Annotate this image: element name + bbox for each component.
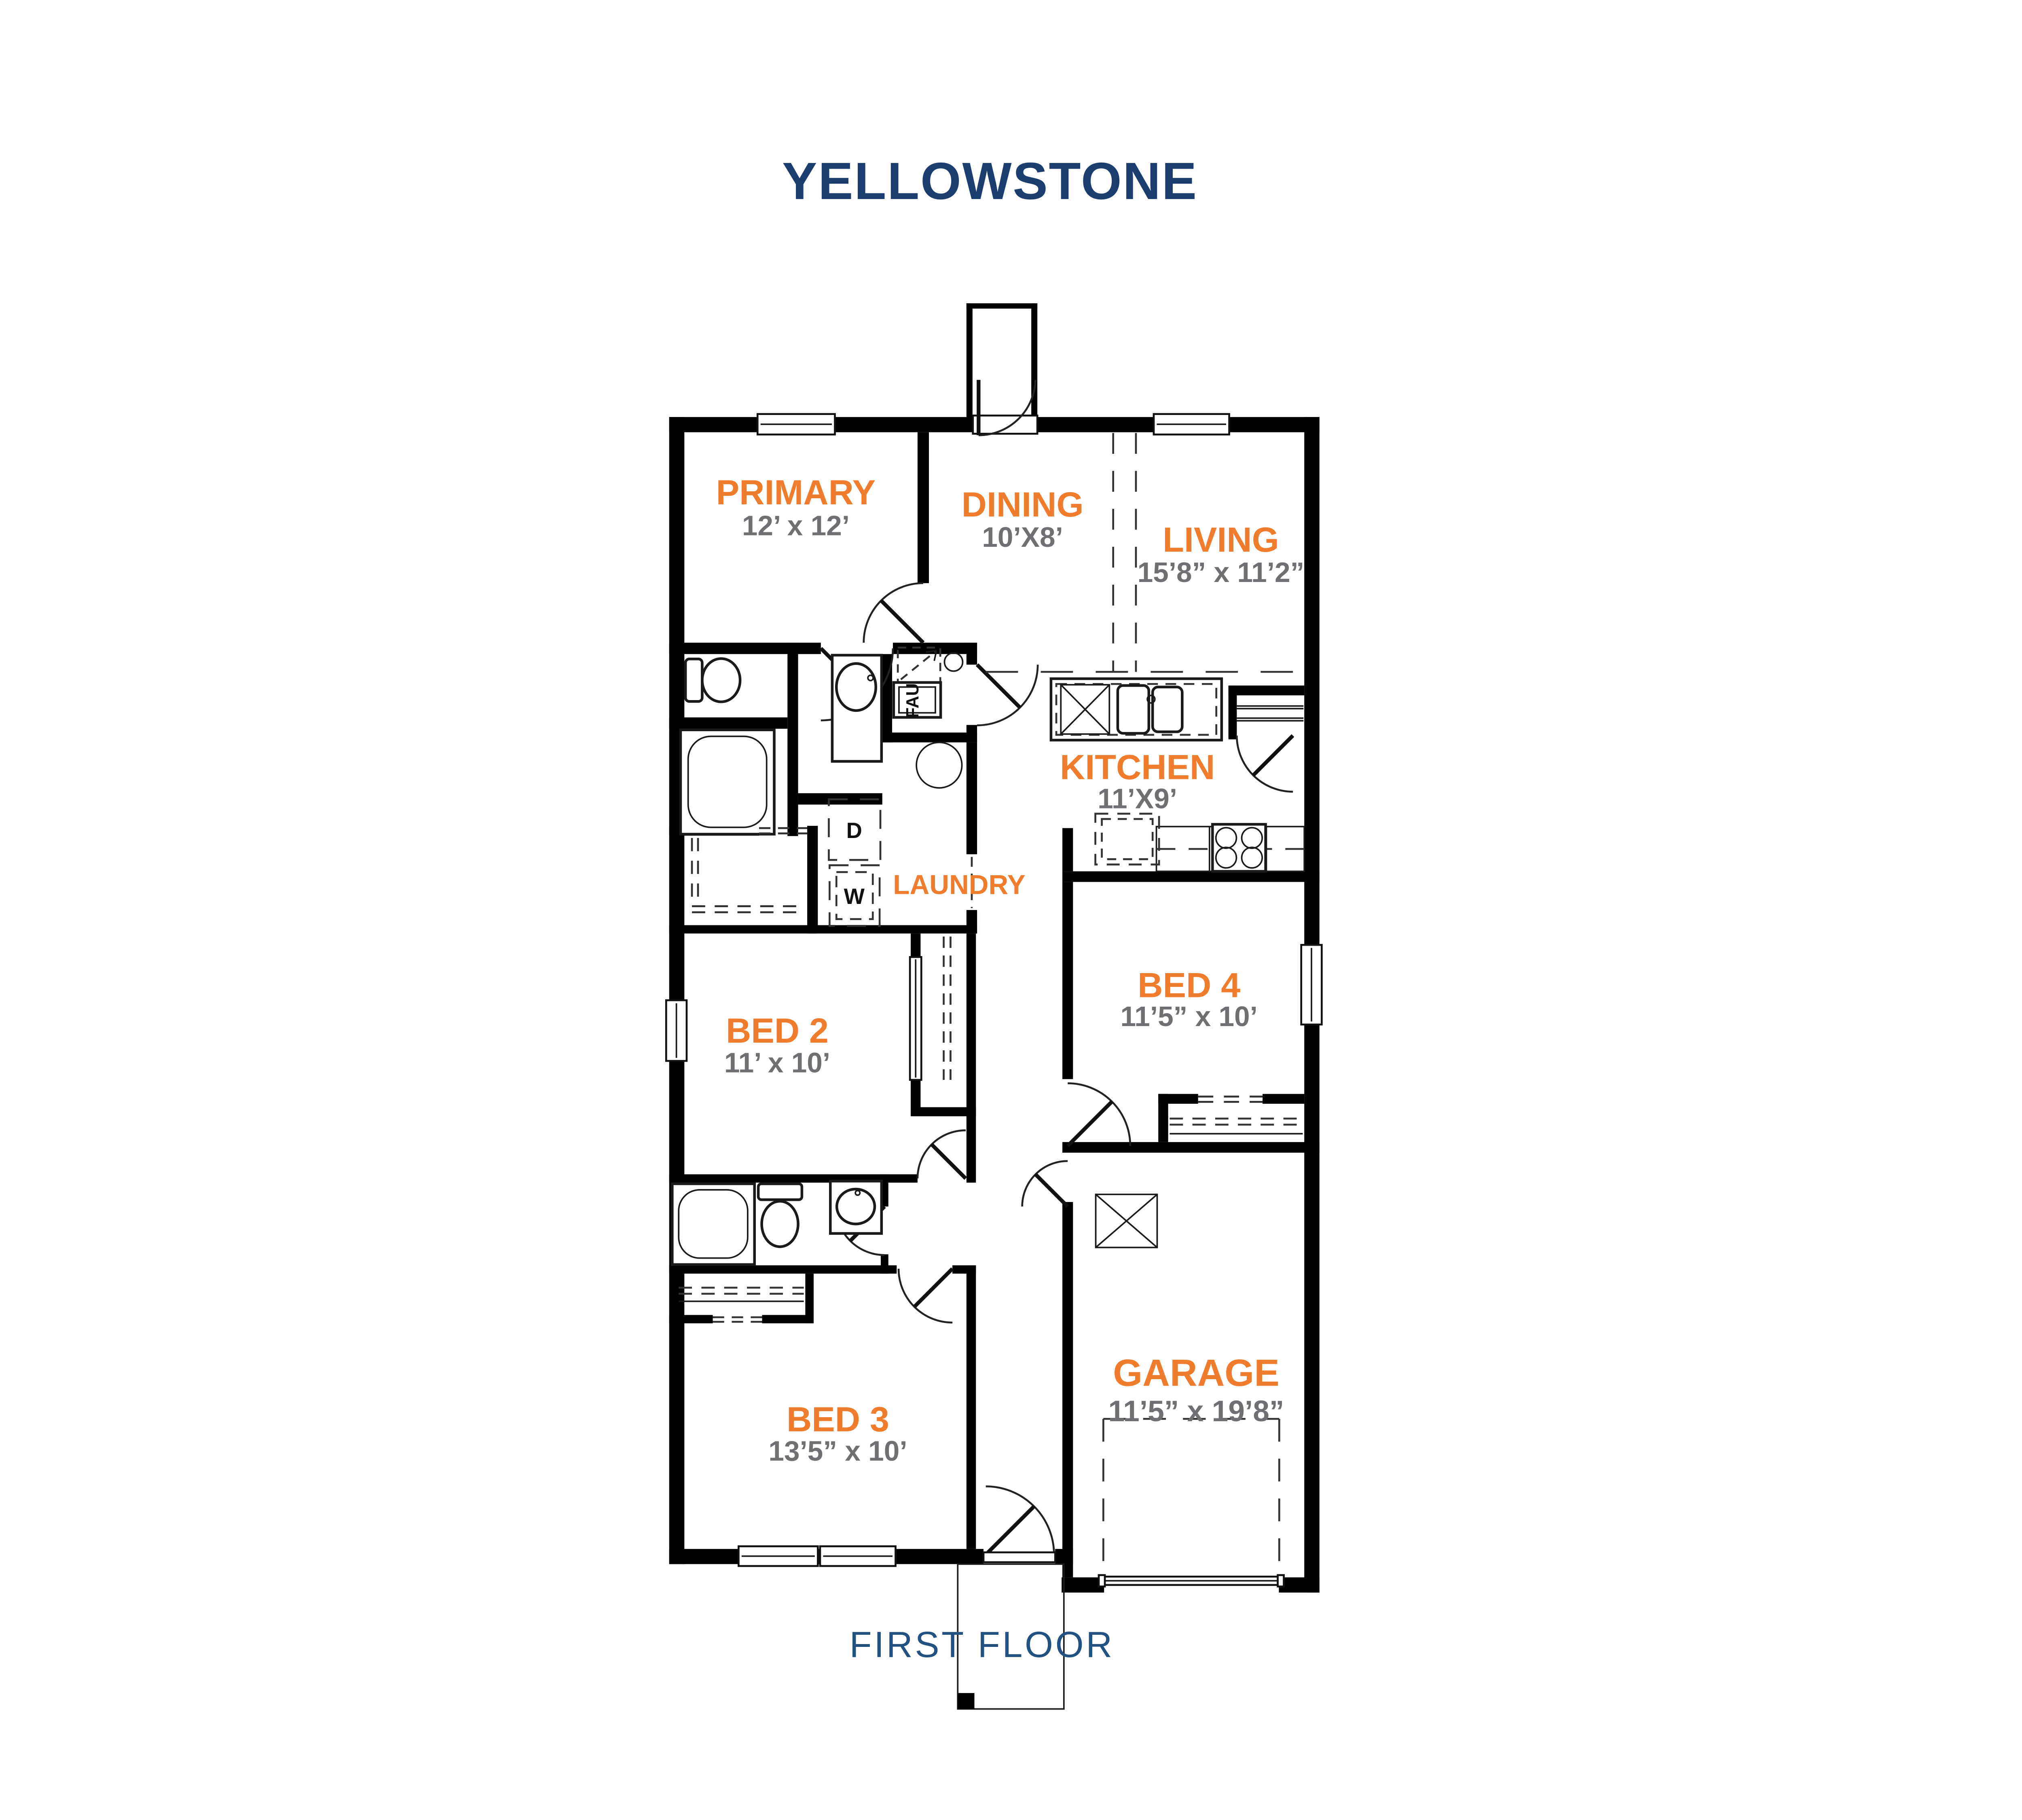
interior-walls — [669, 432, 1320, 1578]
water-heater-platform — [1095, 1194, 1158, 1249]
room-dims-kitchen: 11’X9’ — [1098, 783, 1177, 815]
bed3-window-left — [738, 1545, 819, 1567]
back-door — [982, 1485, 1056, 1563]
closet-top-opening — [759, 827, 808, 834]
bed4-closet — [1170, 1095, 1303, 1135]
front-door-threshold — [972, 415, 1038, 435]
room-label-kitchen: KITCHEN — [1060, 748, 1215, 787]
vanity-1 — [831, 654, 883, 763]
refrigerator — [1094, 813, 1160, 866]
back-porch — [957, 1563, 1065, 1710]
dishwasher — [1060, 684, 1110, 735]
room-label-bed4: BED 4 — [1138, 966, 1240, 1005]
room-dims-garage: 11’5” x 19’8” — [1108, 1395, 1284, 1428]
kitchen-sink — [1116, 684, 1184, 735]
ceiling-fixture — [943, 652, 964, 672]
plan-title: YELLOWSTONE — [782, 152, 1198, 210]
primary-window — [756, 413, 836, 436]
stove — [1211, 823, 1267, 873]
room-dims-living: 15’8” x 11’2” — [1138, 557, 1305, 588]
kitchen-fixtures — [1049, 677, 1305, 873]
front-door — [977, 380, 1036, 436]
appliance-labels: D W FAU — [844, 683, 922, 909]
room-label-primary: PRIMARY — [716, 473, 876, 512]
tub-2 — [671, 1182, 756, 1266]
washer — [829, 864, 881, 927]
floor-caption: FIRST FLOOR — [850, 1625, 1115, 1665]
room-dims-bed2: 11’ x 10’ — [724, 1047, 830, 1078]
bed3-closet — [679, 1287, 804, 1323]
toilet-1 — [684, 657, 742, 703]
room-dims-dining: 10’X8’ — [982, 521, 1063, 553]
room-dims-primary: 12’ x 12’ — [742, 510, 850, 542]
vanity-2 — [829, 1180, 883, 1235]
tub-1 — [679, 728, 776, 836]
living-window — [1153, 413, 1230, 436]
room-dims-bed3: 13’5” x 10’ — [768, 1435, 907, 1467]
bed4-door — [1066, 1082, 1132, 1147]
dryer-label: D — [846, 818, 862, 843]
fau-unit — [892, 646, 942, 719]
bed4-window — [1300, 944, 1323, 1026]
washer-label: W — [844, 884, 865, 909]
dashed-lines — [986, 433, 1312, 673]
fau-closet-door — [975, 663, 1039, 726]
room-dims-bed4: 11’5” x 10’ — [1120, 1001, 1257, 1032]
bed2-closet — [909, 936, 952, 1081]
bath1-fixtures — [679, 646, 973, 927]
porch-post — [958, 1693, 975, 1709]
toilet-2 — [757, 1182, 804, 1248]
garage-door — [1098, 1574, 1285, 1587]
bed3-window-right — [819, 1545, 897, 1567]
windows — [665, 413, 1323, 1567]
pantry-door — [1235, 734, 1294, 793]
bath2-fixtures — [671, 1180, 883, 1266]
pantry-shelves — [1237, 705, 1304, 722]
room-label-dining: DINING — [962, 485, 1084, 524]
room-labels: PRIMARY 12’ x 12’ DINING 10’X8’ LIVING 1… — [716, 473, 1305, 1467]
utility-sink — [916, 741, 963, 789]
bed2-window — [665, 999, 688, 1062]
room-label-garage: GARAGE — [1113, 1352, 1279, 1394]
room-label-living: LIVING — [1163, 521, 1279, 559]
bed3-door — [897, 1267, 954, 1324]
bed2-door — [916, 1129, 967, 1180]
walkin-closet-rod — [691, 838, 806, 913]
room-label-laundry: LAUNDRY — [893, 870, 1025, 900]
room-label-bed2: BED 2 — [726, 1012, 829, 1050]
dryer — [828, 798, 882, 861]
fau-label: FAU — [903, 683, 922, 718]
room-label-bed3: BED 3 — [787, 1400, 889, 1439]
garage-entry-door — [1021, 1160, 1069, 1208]
primary-door — [863, 582, 925, 644]
garage-elements — [1095, 1194, 1285, 1587]
